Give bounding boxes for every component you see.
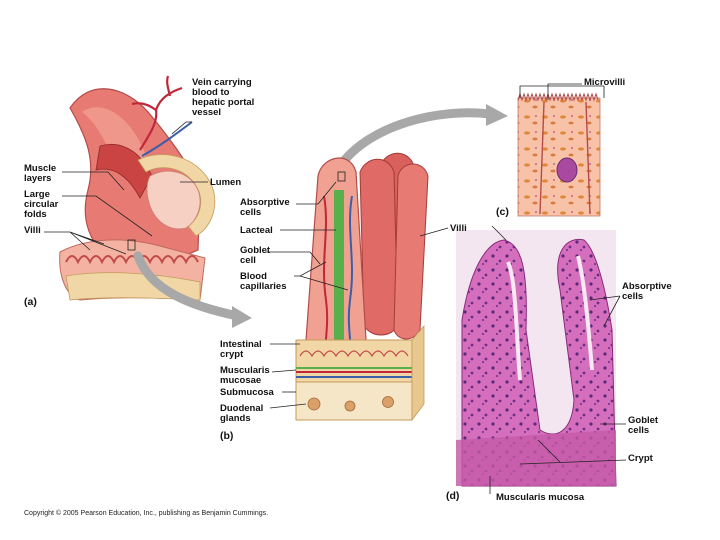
villus-back-2: [359, 158, 399, 336]
label-goblet-cells: Goblet cells: [628, 415, 659, 436]
label-submucosa: Submucosa: [220, 387, 274, 398]
label-blood-capillaries: Blood capillaries: [240, 271, 287, 292]
tan-rim: [137, 154, 216, 237]
panel-label-c: (c): [496, 206, 509, 218]
label-muscularis-mucosae: Muscularis mucosae: [220, 365, 270, 386]
duodenal-gland-1: [307, 397, 321, 411]
arrow-b-to-c: [335, 108, 495, 171]
panel-label-a: (a): [24, 296, 37, 308]
absorptive-cell-detail: [517, 92, 601, 217]
panel-label-d: (d): [446, 490, 460, 502]
villus-left-tissue: [461, 238, 617, 487]
panel-label-b: (b): [220, 430, 234, 442]
cell-membrane-2: [585, 101, 591, 215]
duodenal-gland-2: [344, 400, 356, 412]
villus-inner-lumen: [506, 255, 594, 381]
villi-illustration: [295, 152, 429, 422]
arrow-a-to-b: [133, 251, 243, 321]
microvilli-border: [517, 92, 599, 102]
label-lacteal: Lacteal: [240, 225, 273, 236]
arrow-b-to-c-head: [486, 104, 508, 126]
label-intestinal-crypt: Intestinal crypt: [220, 339, 262, 360]
muscle-band: [95, 143, 153, 199]
villus-right: [393, 163, 429, 340]
label-duodenal-glands: Duodenal glands: [220, 403, 264, 424]
label-villi-c: Villi: [450, 223, 467, 234]
zoom-box-b: [337, 171, 346, 182]
intestine-section: [59, 75, 216, 301]
zoom-box-a: [127, 239, 136, 251]
label-muscularis-mucosa-d: Muscularis mucosa: [496, 492, 585, 503]
vein-blue: [141, 121, 193, 157]
label-muscle-layers: Muscle layers: [24, 163, 57, 184]
copyright-notice: Copyright © 2005 Pearson Education, Inc.…: [24, 510, 269, 517]
label-crypt: Crypt: [628, 453, 653, 464]
histology-micrograph: [456, 230, 617, 487]
villi-fringe: [65, 255, 199, 265]
vein-vessel: [131, 75, 183, 151]
label-villi-a: Villi: [24, 225, 41, 236]
label-absorptive-cells-d: Absorptive cells: [622, 281, 672, 302]
arrow-a-to-b-head: [232, 306, 252, 328]
label-circular-folds: Large circular folds: [24, 189, 59, 220]
label-absorptive-cells-b: Absorptive cells: [240, 197, 290, 218]
label-goblet-cell: Goblet cell: [240, 245, 271, 266]
lacteal-channel: [334, 190, 344, 356]
crypt-folds: [299, 350, 409, 358]
cell-membrane-1: [539, 101, 545, 215]
label-vein: Vein carrying blood to hepatic portal ve…: [192, 77, 255, 118]
cell-nucleus: [556, 157, 578, 183]
label-lumen: Lumen: [210, 177, 242, 188]
lumen-cavity: [146, 170, 201, 230]
leader-lines: [44, 83, 627, 494]
duodenal-gland-3: [382, 396, 394, 408]
submucosa-side: [411, 324, 425, 422]
lower-tissue: [456, 430, 616, 486]
crypt-block: [295, 339, 413, 383]
label-microvilli: Microvilli: [584, 77, 626, 88]
